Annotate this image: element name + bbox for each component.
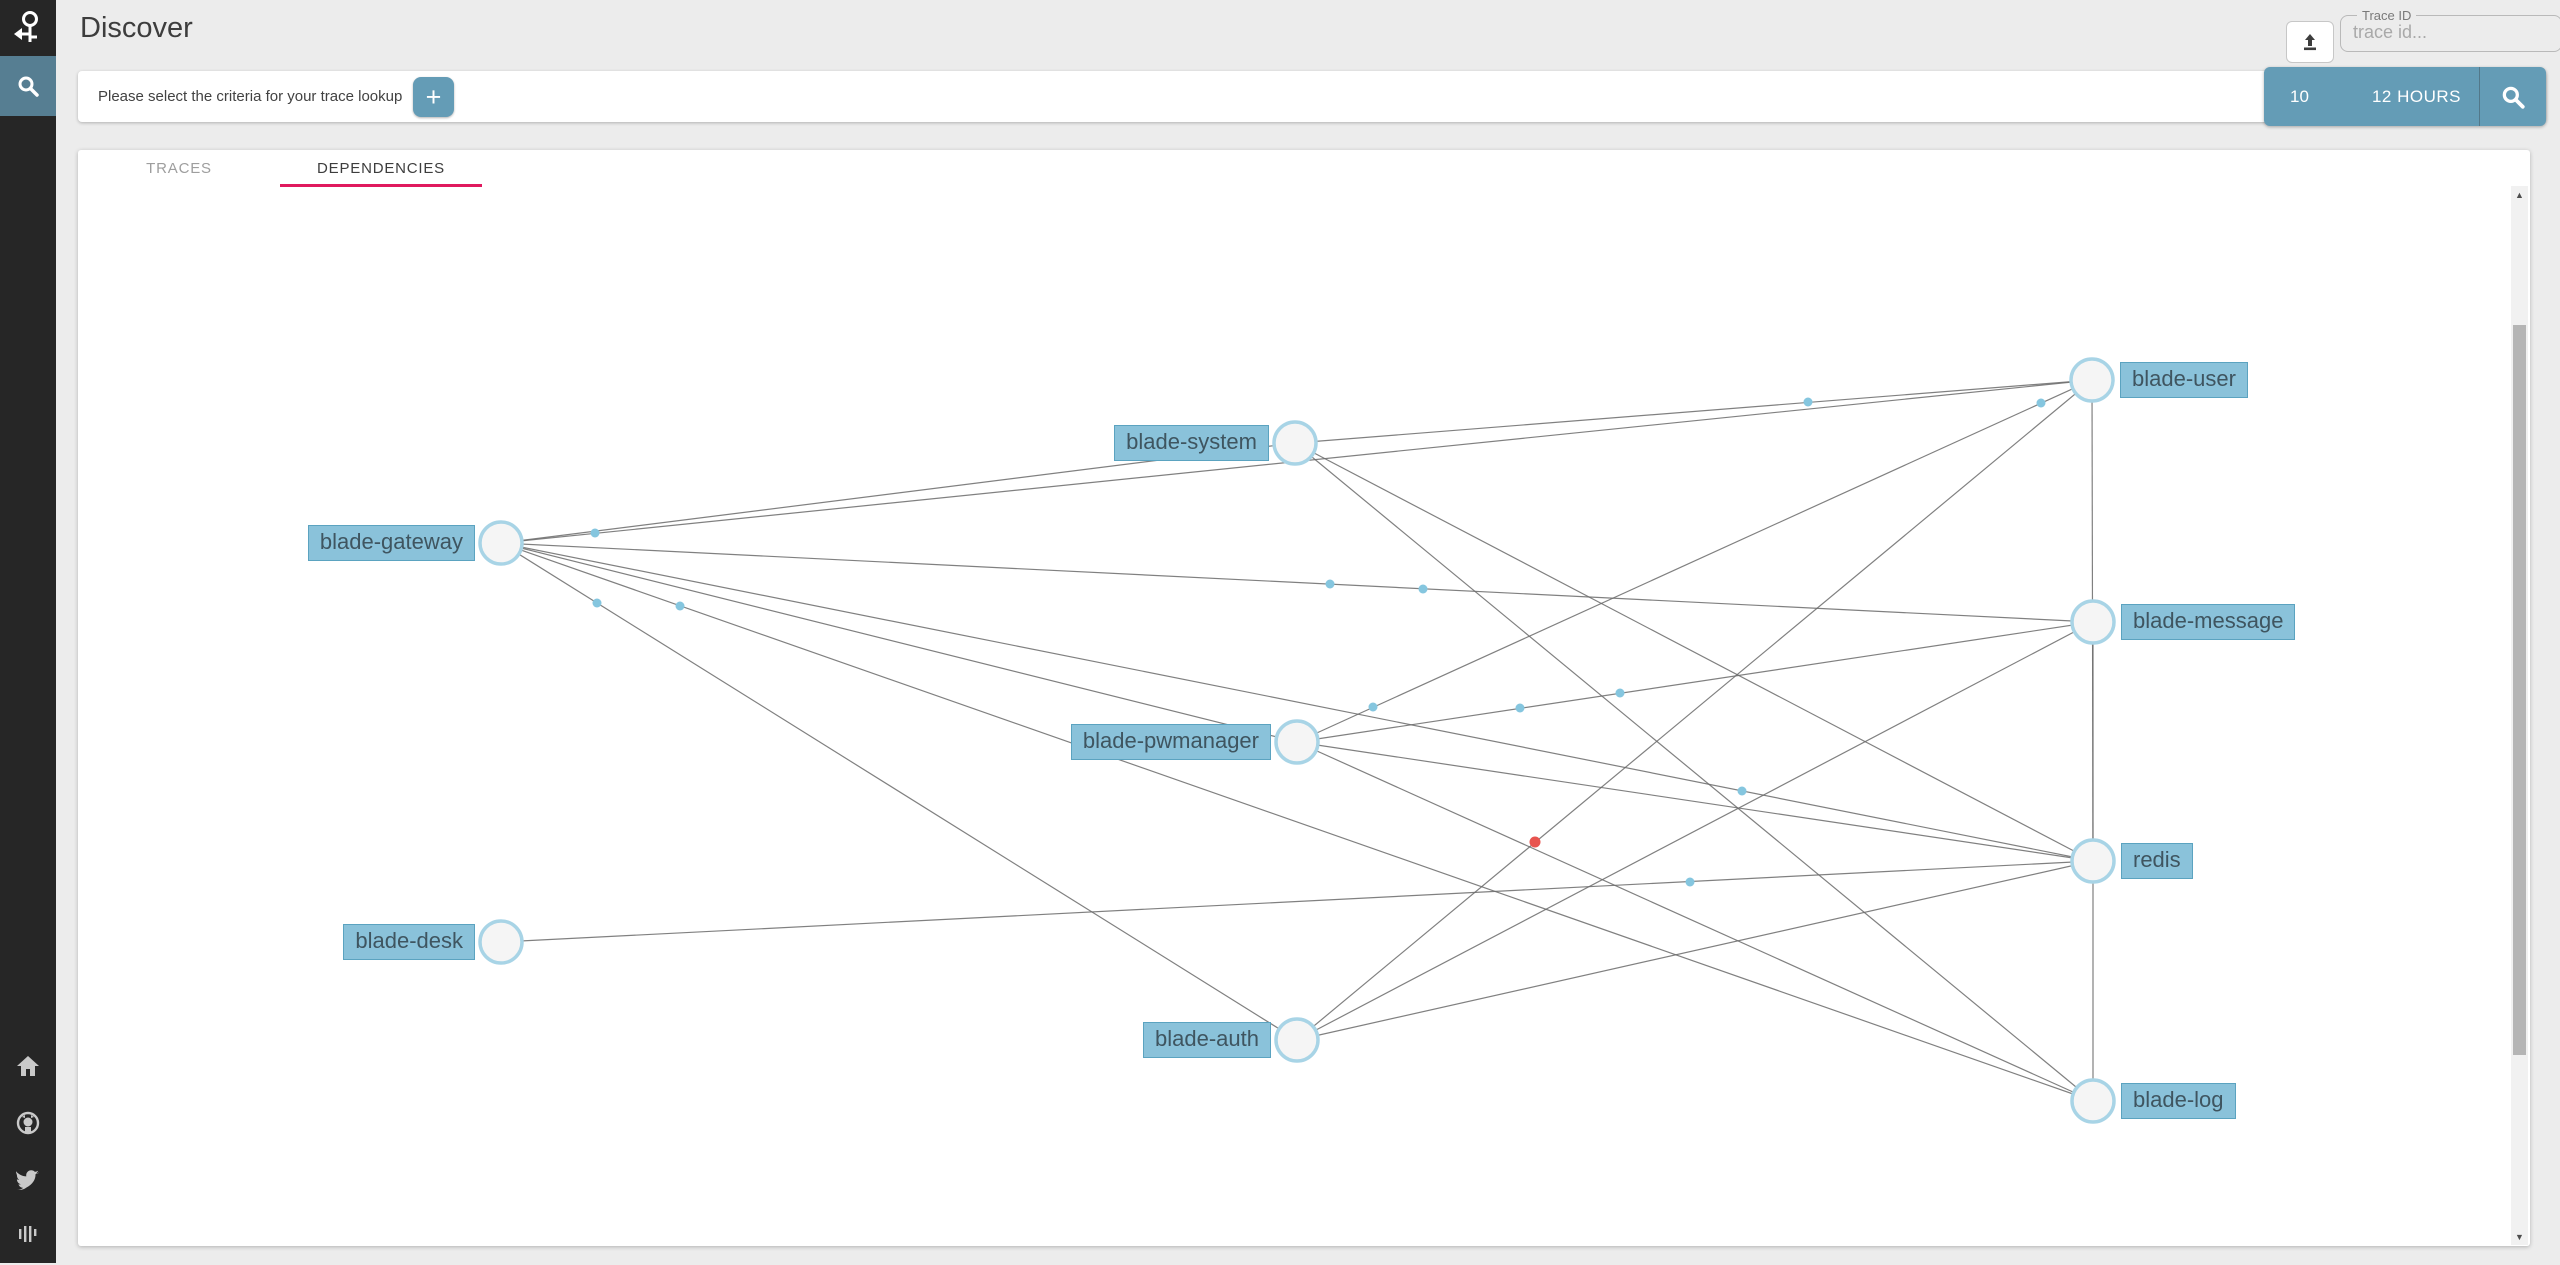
service-label-blade-pwmanager[interactable]: blade-pwmanager: [1070, 724, 1271, 760]
result-limit[interactable]: 10: [2290, 86, 2309, 106]
vertical-scrollbar[interactable]: ▲ ▼: [2511, 186, 2528, 1245]
edge-blade-pwmanager-blade-user: [1296, 379, 2093, 743]
service-node-blade-message[interactable]: [2070, 599, 2116, 645]
traffic-particle-blue: [1418, 584, 1428, 594]
edge-blade-system-redis: [1294, 442, 2094, 862]
upload-icon: [2304, 34, 2316, 51]
trace-id-input[interactable]: [2351, 21, 2530, 44]
home-icon: [17, 1056, 39, 1076]
edge-blade-gateway-blade-auth: [500, 542, 1298, 1041]
edge-blade-gateway-redis: [500, 542, 2094, 862]
scroll-down-arrow[interactable]: ▼: [2515, 1231, 2524, 1242]
traffic-particle-blue: [1615, 688, 1625, 698]
github-icon: [16, 1111, 40, 1135]
graph-labels: blade-gateway blade-system blade-pwmanager…: [78, 186, 2511, 1245]
divider: [2479, 67, 2480, 126]
traffic-particle-blue: [592, 598, 602, 608]
service-label-blade-user[interactable]: blade-user: [2120, 362, 2248, 398]
edge-blade-auth-blade-user: [1296, 379, 2093, 1041]
traffic-particle-blue: [1325, 579, 1335, 589]
traffic-particle-blue: [1368, 702, 1378, 712]
traffic-particle-blue: [2036, 398, 2046, 408]
dependency-graph: blade-gateway blade-system blade-pwmanager…: [78, 186, 2511, 1245]
gitter-icon: [19, 1226, 37, 1242]
run-search-button[interactable]: [2480, 67, 2546, 126]
sidebar-item-twitter[interactable]: [0, 1152, 56, 1208]
sidebar-item-gitter[interactable]: [0, 1209, 56, 1265]
dependency-graph-canvas: [478, 357, 2116, 1124]
traffic-particle-blue: [675, 601, 685, 611]
edge-blade-system-blade-user: [1294, 379, 2093, 444]
page-title: Discover: [80, 12, 193, 44]
lookback-duration[interactable]: 12 HOURS: [2371, 86, 2461, 106]
twitter-icon: [16, 1170, 39, 1190]
tab-dependencies[interactable]: DEPENDENCIES: [280, 150, 482, 187]
service-label-blade-auth[interactable]: blade-auth: [1143, 1022, 1271, 1058]
edge-blade-pwmanager-redis: [1296, 741, 2094, 862]
plus-icon: +: [425, 81, 442, 112]
edge-blade-gateway-blade-message: [500, 542, 2094, 623]
service-label-blade-system[interactable]: blade-system: [1114, 425, 1269, 461]
service-node-blade-auth[interactable]: [1274, 1017, 1320, 1063]
sidebar-item-search[interactable]: [0, 56, 56, 116]
service-node-blade-pwmanager[interactable]: [1274, 719, 1320, 765]
traffic-particle-red: [1529, 836, 1541, 848]
service-node-redis[interactable]: [2070, 838, 2116, 884]
traffic-particle-blue: [1685, 877, 1695, 887]
criteria-prompt: Please select the criteria for your trac…: [98, 88, 403, 105]
service-node-blade-log[interactable]: [2070, 1078, 2116, 1124]
edge-blade-pwmanager-blade-message: [1296, 621, 2094, 743]
service-label-blade-log[interactable]: blade-log: [2121, 1083, 2236, 1119]
zipkin-logo-icon: [14, 11, 38, 42]
edge-blade-system-blade-log: [1294, 442, 2094, 1102]
service-label-blade-desk[interactable]: blade-desk: [343, 924, 475, 960]
scroll-up-arrow[interactable]: ▲: [2515, 189, 2524, 200]
traffic-particle-blue: [1803, 397, 1813, 407]
edge-blade-auth-redis: [1296, 860, 2094, 1041]
upload-button[interactable]: [2286, 21, 2334, 63]
traffic-particle-blue: [590, 528, 600, 538]
lookup-controls: 10 12 HOURS: [2264, 67, 2546, 126]
edge-blade-gateway-blade-pwmanager: [500, 542, 1298, 743]
zipkin-logo[interactable]: [0, 0, 56, 56]
search-icon: [18, 76, 39, 97]
edge-blade-gateway-blade-log: [500, 542, 2094, 1102]
scrollbar-thumb[interactable]: [2513, 325, 2526, 1055]
trace-lookup-bar: Please select the criteria for your trac…: [78, 67, 2546, 126]
service-node-blade-desk[interactable]: [478, 919, 524, 965]
service-label-redis[interactable]: redis: [2121, 843, 2193, 879]
service-node-blade-system[interactable]: [1272, 420, 1318, 466]
tab-traces[interactable]: TRACES: [146, 159, 212, 177]
sidebar: [0, 0, 56, 1263]
traffic-particle-blue: [1515, 703, 1525, 713]
trace-id-field: Trace ID: [2340, 8, 2560, 52]
service-label-blade-gateway[interactable]: blade-gateway: [307, 525, 475, 561]
service-node-blade-gateway[interactable]: [478, 520, 524, 566]
sidebar-item-github[interactable]: [0, 1095, 56, 1151]
service-node-blade-user[interactable]: [2069, 357, 2115, 403]
sidebar-item-home[interactable]: [0, 1038, 56, 1094]
edge-blade-desk-redis: [500, 860, 2094, 943]
edge-blade-pwmanager-blade-log: [1296, 741, 2094, 1102]
results-card: TRACES DEPENDENCIES blade-gateway blade-s…: [78, 150, 2530, 1246]
add-criteria-button[interactable]: +: [413, 77, 454, 117]
tab-bar: TRACES DEPENDENCIES: [78, 150, 482, 187]
edge-blade-auth-blade-message: [1296, 621, 2094, 1041]
trace-id-label: Trace ID: [2362, 8, 2412, 23]
magnifier-icon: [2502, 86, 2525, 109]
traffic-particle-blue: [1737, 786, 1747, 796]
service-label-blade-message[interactable]: blade-message: [2121, 604, 2296, 640]
active-tab-indicator: [280, 184, 482, 187]
